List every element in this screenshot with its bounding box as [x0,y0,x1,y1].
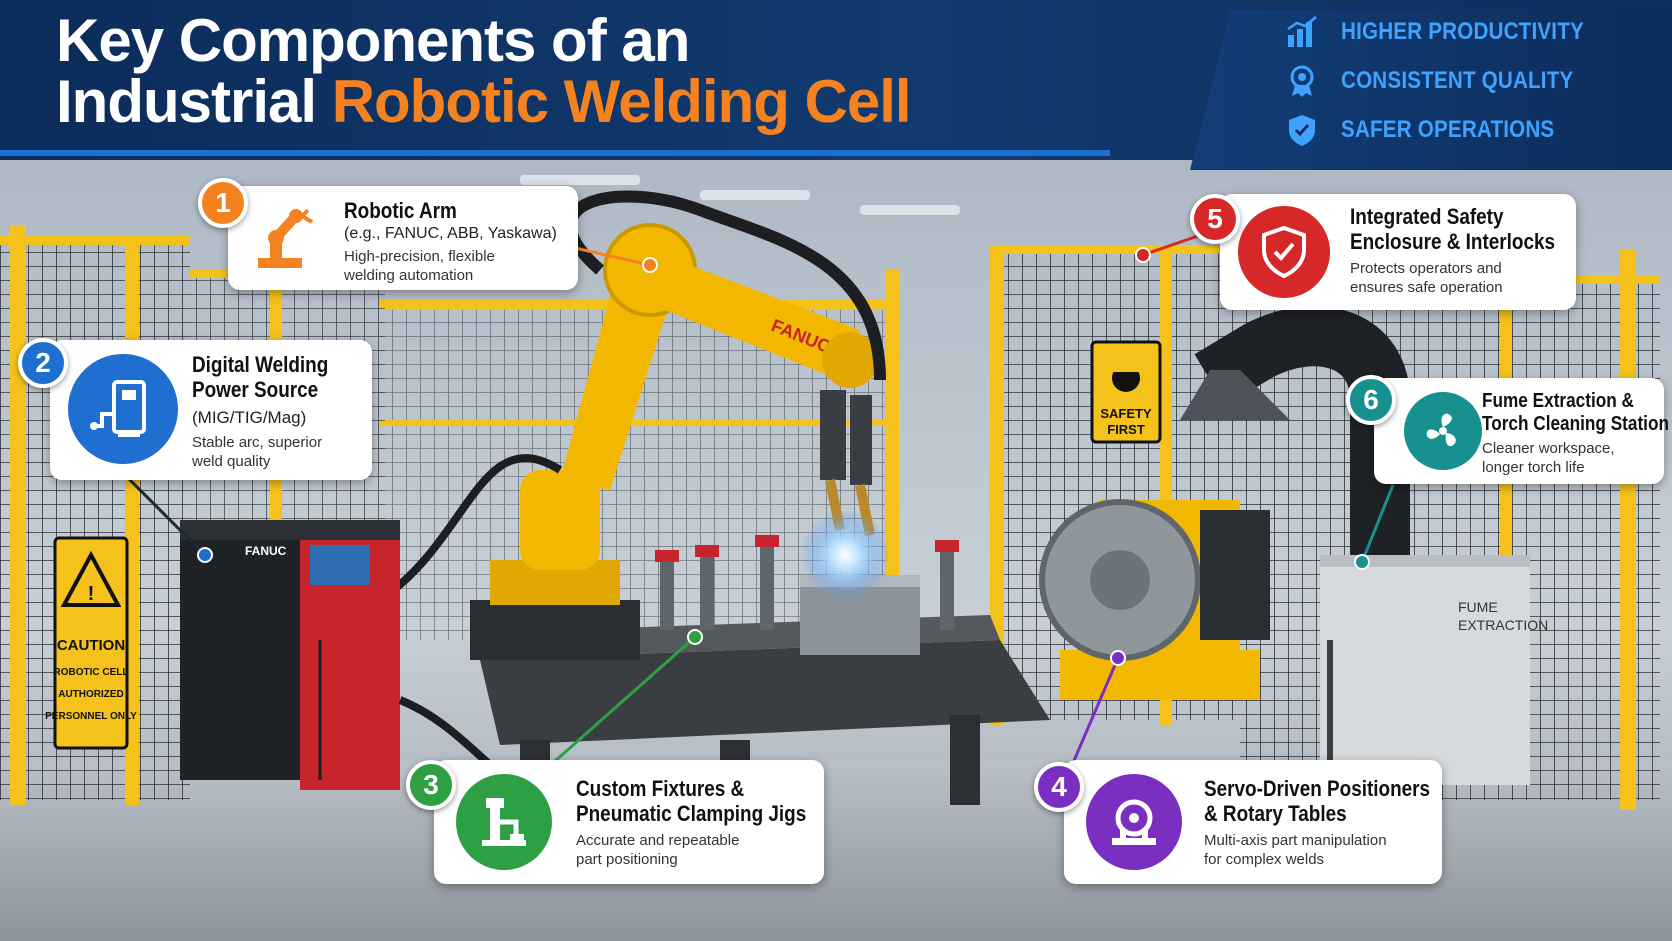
component-number-4: 4 [1034,762,1084,812]
svg-text:!: ! [88,583,95,605]
card-description-line: welding automation [344,266,474,284]
benefit-label: CONSISTENT QUALITY [1341,67,1574,94]
component-number-3: 3 [406,760,456,810]
card-title: Integrated Safety Enclosure & Interlocks [1350,204,1555,255]
card-title-line: Torch Cleaning Station [1482,413,1669,435]
card-subtitle: (MIG/TIG/Mag) [192,408,307,427]
title-line2-white: Industrial [56,68,317,136]
benefit-higher-productivity: HIGHER PRODUCTIVITY [1285,15,1623,49]
card-title-line: Pneumatic Clamping Jigs [576,801,807,827]
page-title: Key Components of an Industrial Robotic … [56,7,912,136]
card-title-line: Servo-Driven Positioners [1204,776,1431,801]
card-title: Digital Welding Power Source [192,352,328,403]
component-number-2: 2 [18,338,68,388]
award-ribbon-icon [1290,65,1314,97]
fume-label-line2: EXTRACTION [1458,617,1548,633]
callout-lines [118,228,1395,772]
caution-sign-line1: CAUTION [57,637,125,654]
card-subtitle: (e.g., FANUC, ABB, Yaskawa) [344,225,557,242]
card-description-line: weld quality [192,452,271,470]
safety-sign-line2: FIRST [1107,422,1145,437]
card-description-line: High-precision, flexible [344,248,495,265]
card-description-line: Stable arc, superior [192,434,323,451]
benefit-label: HIGHER PRODUCTIVITY [1341,18,1584,45]
power-source-badge [68,354,178,464]
power-source-machine: FANUC [180,520,523,794]
component-card-positioners: Servo-Driven Positioners & Rotary Tables… [1064,760,1442,884]
card-description: Stable arc, superior weld quality [192,434,322,472]
power-brand-label: FANUC [245,544,287,558]
card-description-line: longer torch life [1482,458,1585,476]
card-description-line: for complex welds [1204,850,1325,868]
fume-badge [1404,392,1482,470]
fan-icon [1426,413,1456,447]
card-description-line: ensures safe operation [1350,278,1503,296]
title-line2: Industrial Robotic Welding Cell [56,68,912,136]
card-title: Fume Extraction & Torch Cleaning Station [1482,390,1669,436]
rotary-positioner [1039,499,1270,700]
card-title-line: Integrated Safety [1350,204,1504,229]
component-card-power-source: Digital Welding Power Source (MIG/TIG/Ma… [50,340,372,480]
component-card-fume-extraction: Fume Extraction & Torch Cleaning Station… [1374,378,1669,484]
positioner-icon [1112,799,1156,845]
clamp-icon [482,798,526,846]
card-description-line: Cleaner workspace, [1482,440,1615,457]
title-line1: Key Components of an [56,7,690,74]
card-title: Servo-Driven Positioners & Rotary Tables [1204,776,1430,827]
component-card-robotic-arm: Robotic Arm (e.g., FANUC, ABB, Yaskawa) … [228,186,578,290]
benefit-label: SAFER OPERATIONS [1341,116,1555,143]
title-line2-orange: Robotic Welding Cell [331,68,912,136]
card-description-line: part positioning [576,850,678,868]
robot-arm: FANUC [377,190,890,660]
benefits-panel [1190,10,1672,170]
shield-check-icon [1289,115,1315,146]
card-title-line: Power Source [192,377,319,403]
benefit-safer-operations: SAFER OPERATIONS [1285,113,1589,147]
card-title-line: Fume Extraction & [1482,390,1634,412]
card-description: Multi-axis part manipulation for complex… [1204,832,1387,870]
caution-sign-line3: AUTHORIZED [58,689,124,700]
card-description: Protects operators and ensures safe oper… [1350,260,1503,298]
component-number-6: 6 [1346,375,1396,425]
caution-sign: ! CAUTION ROBOTIC CELL AUTHORIZED PERSON… [45,536,137,750]
fixtures-badge [456,774,552,870]
card-title-line: Custom Fixtures & [576,776,745,801]
component-number-1: 1 [198,178,248,228]
fume-label-line1: FUME [1458,599,1498,615]
robot-arm-icon [258,206,314,268]
card-description-line: Multi-axis part manipulation [1204,832,1387,849]
caution-sign-line2: ROBOTIC CELL [54,667,129,678]
header-accent-bar [0,150,1110,156]
benefit-consistent-quality: CONSISTENT QUALITY [1285,64,1611,98]
safety-badge [1238,206,1330,298]
card-description: Cleaner workspace, longer torch life [1482,440,1615,478]
card-title: Custom Fixtures & Pneumatic Clamping Jig… [576,776,806,827]
positioner-badge [1086,774,1182,870]
power-source-icon [90,380,146,437]
card-description-line: Protects operators and [1350,260,1502,277]
safety-first-sign: SAFETY FIRST [1090,340,1162,444]
safety-sign-line1: SAFETY [1100,406,1152,421]
caution-sign-line4: PERSONNEL ONLY [45,711,137,722]
card-description-line: Accurate and repeatable [576,832,740,849]
card-title-line: & Rotary Tables [1204,801,1347,827]
card-title-line: Enclosure & Interlocks [1350,229,1556,255]
card-description: High-precision, flexible welding automat… [344,248,495,286]
component-card-fixtures: Custom Fixtures & Pneumatic Clamping Jig… [434,760,824,884]
bar-chart-icon [1287,16,1317,47]
component-number-5: 5 [1190,194,1240,244]
card-title-line: Digital Welding [192,352,329,377]
card-description: Accurate and repeatable part positioning [576,832,739,870]
component-card-safety: Integrated Safety Enclosure & Interlocks… [1220,194,1576,310]
card-title: Robotic Arm [344,198,457,223]
safety-shield-icon [1262,225,1306,279]
